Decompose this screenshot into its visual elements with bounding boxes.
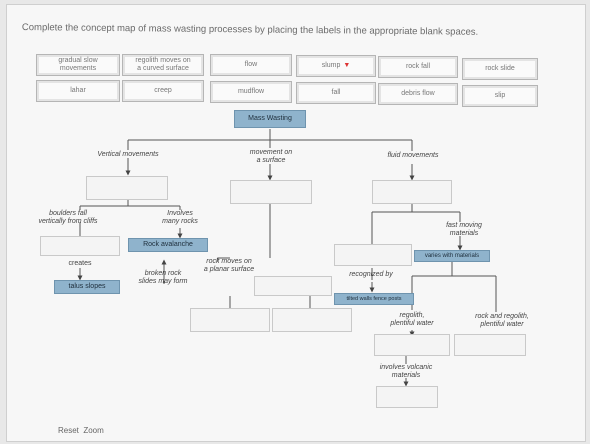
annotation-regolith-water: regolith, plentiful water: [390, 312, 434, 327]
drop-zone-vertical-type[interactable]: [86, 176, 168, 200]
label-tile-slump[interactable]: slump▼: [296, 55, 376, 77]
drop-zone-surface-left[interactable]: [190, 308, 270, 332]
tile-text: regolith moves on a curved surface: [135, 57, 191, 72]
drop-zone-surface-type[interactable]: [230, 180, 312, 204]
annotation-planar-surface: rock moves on a planar surface: [203, 258, 255, 273]
drop-zone-vertical-sub[interactable]: [40, 236, 120, 256]
tile-text: lahar: [70, 87, 86, 94]
filled-talus-slopes: talus slopes: [54, 280, 120, 294]
drop-zone-surface-right[interactable]: [272, 308, 352, 332]
tile-text: flow: [244, 61, 258, 68]
annotation-rock-regolith-water: rock and regolith, plentiful water: [475, 313, 529, 328]
cursor-arrow-icon: ▼: [343, 62, 351, 69]
annotation-creates: creates: [68, 260, 92, 267]
tile-text: debris flow: [401, 90, 435, 97]
label-tile-fall[interactable]: fall: [296, 82, 376, 104]
tile-text: mudflow: [237, 88, 265, 95]
tile-text: slump: [321, 62, 341, 69]
tile-text: fall: [331, 89, 341, 96]
label-tile-mudflow[interactable]: mudflow: [210, 81, 292, 103]
root-mass-wasting: Mass Wasting: [234, 110, 306, 128]
label-tile-rock-slide[interactable]: rock slide: [462, 58, 538, 80]
reset-zoom-button[interactable]: Reset Zoom: [58, 426, 104, 435]
annotation-boulders-fall: boulders fall vertically from cliffs: [38, 210, 98, 225]
tile-text: rock fall: [405, 63, 431, 70]
tile-text: gradual slow movements: [58, 57, 98, 72]
annotation-broken-rock: broken rock slides may form: [138, 270, 188, 285]
tile-text: creep: [154, 87, 172, 94]
annotation-involves-rocks: Involves many rocks: [162, 210, 198, 225]
branch-label-vertical: Vertical movements: [97, 151, 159, 158]
drop-zone-fluid-type[interactable]: [372, 180, 452, 204]
filled-varies-materials: varies with materials: [414, 250, 490, 262]
drop-zone-fluid-regolith[interactable]: [374, 334, 450, 356]
filled-tilted-walls: tilted walls fence posts: [334, 293, 414, 305]
label-tile-flow[interactable]: flow: [210, 54, 292, 76]
tile-text: slip: [494, 92, 506, 99]
label-tile-regolith-curved[interactable]: regolith moves on a curved surface: [122, 54, 204, 76]
label-tile-gradual-slow-movements[interactable]: gradual slow movements: [36, 54, 120, 76]
branch-label-surface: movement on a surface: [249, 149, 293, 164]
label-tile-debris-flow[interactable]: debris flow: [378, 83, 458, 105]
annotation-recognized-by: recognized by: [349, 271, 393, 278]
label-tile-creep[interactable]: creep: [122, 80, 204, 102]
drop-zone-fluid-rock-regolith[interactable]: [454, 334, 526, 356]
filled-rock-avalanche: Rock avalanche: [128, 238, 208, 252]
annotation-volcanic: involves volcanic materials: [379, 364, 433, 379]
label-tile-rock-fall[interactable]: rock fall: [378, 56, 458, 78]
drop-zone-fluid-sub[interactable]: [334, 244, 412, 266]
branch-label-fluid: fluid movements: [387, 152, 439, 159]
drop-zone-fluid-volcanic[interactable]: [376, 386, 438, 408]
label-tile-lahar[interactable]: lahar: [36, 80, 120, 102]
tile-text: rock slide: [485, 65, 515, 72]
drop-zone-surface-sub[interactable]: [254, 276, 332, 296]
annotation-fast-moving: fast moving materials: [446, 222, 482, 237]
label-tile-slip[interactable]: slip: [462, 85, 538, 107]
